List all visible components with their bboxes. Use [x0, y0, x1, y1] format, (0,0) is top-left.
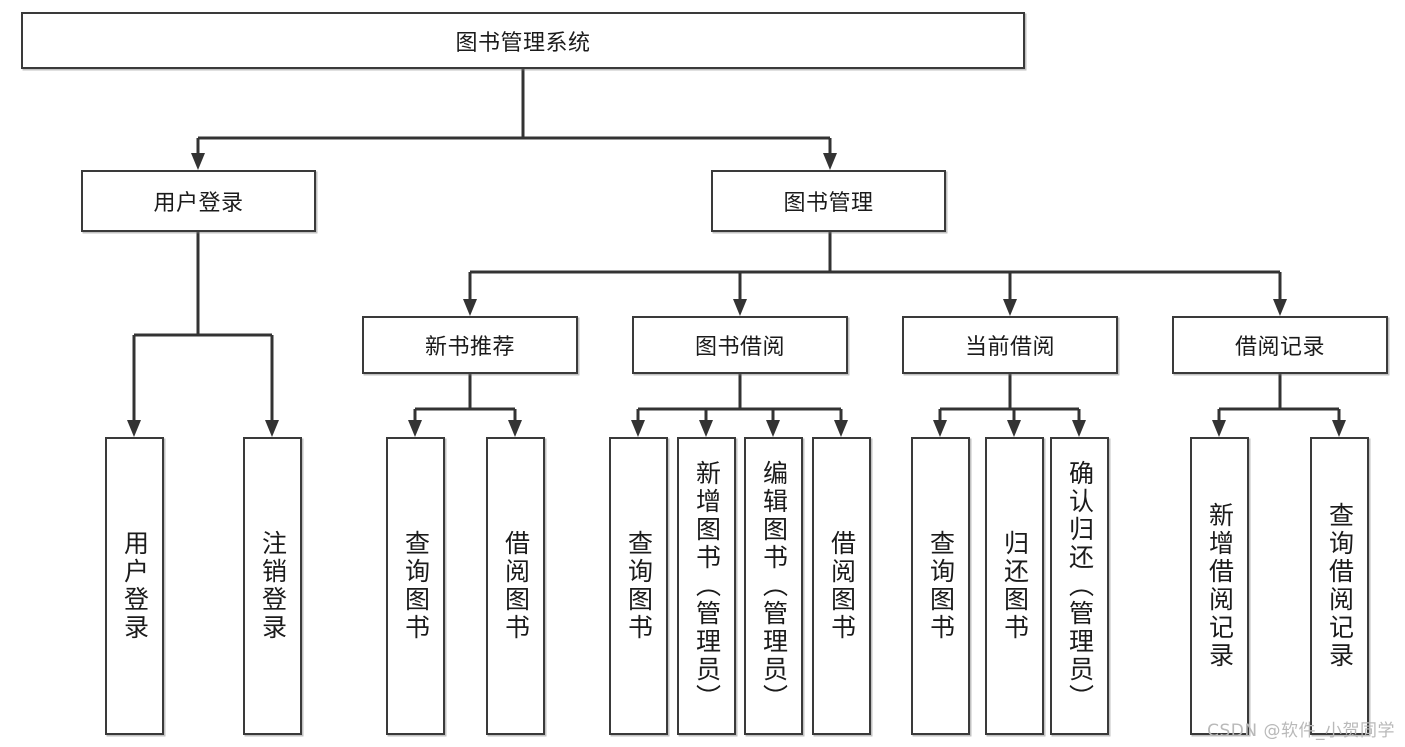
- arrow-leaf-edit-book-icon: [766, 420, 780, 437]
- arrow-leaf-borrow-book-icon: [834, 420, 848, 437]
- connector-current-to-leaves: [938, 374, 1081, 427]
- node-box-leaf-query-book-current[interactable]: 查询图书: [911, 437, 970, 735]
- node-label-leaf-edit-book: 编辑图书（管理员）: [759, 460, 789, 712]
- connector-book-manage-to-level3: [468, 232, 1282, 306]
- node-box-leaf-confirm-return[interactable]: 确认归还（管理员）: [1050, 437, 1109, 735]
- node-label-leaf-query-book-borrow: 查询图书: [624, 530, 654, 642]
- node-box-leaf-query-borrow-record[interactable]: 查询借阅记录: [1310, 437, 1369, 735]
- arrow-new-book-recommend-icon: [463, 299, 477, 316]
- node-box-current-borrow[interactable]: 当前借阅: [902, 316, 1118, 374]
- arrow-leaf-query-book-recommend-icon: [408, 420, 422, 437]
- node-label-user-login: 用户登录: [153, 191, 244, 216]
- node-box-new-book-recommend[interactable]: 新书推荐: [362, 316, 578, 374]
- connector-recommend-to-leaves: [413, 374, 517, 427]
- connector-record-to-leaves: [1217, 374, 1341, 427]
- node-box-user-login[interactable]: 用户登录: [81, 170, 316, 232]
- node-box-leaf-user-login[interactable]: 用户登录: [105, 437, 164, 735]
- node-label-book-borrow: 图书借阅: [694, 335, 785, 360]
- arrow-leaf-borrow-book-recommend-icon: [508, 420, 522, 437]
- node-box-leaf-query-book-recommend[interactable]: 查询图书: [386, 437, 445, 735]
- connector-user-login-to-leaves: [132, 232, 274, 427]
- node-box-leaf-add-book[interactable]: 新增图书（管理员）: [677, 437, 736, 735]
- arrow-leaf-query-borrow-record-icon: [1332, 420, 1346, 437]
- connector-borrow-to-leaves: [636, 374, 843, 427]
- arrow-leaf-confirm-return-icon: [1072, 420, 1086, 437]
- node-box-leaf-borrow-book[interactable]: 借阅图书: [812, 437, 871, 735]
- arrow-book-manage-icon: [823, 153, 837, 170]
- node-label-leaf-add-borrow-record: 新增借阅记录: [1205, 502, 1235, 670]
- node-box-leaf-edit-book[interactable]: 编辑图书（管理员）: [744, 437, 803, 735]
- arrow-leaf-user-login-icon: [127, 420, 141, 437]
- arrow-leaf-add-book-icon: [699, 420, 713, 437]
- node-label-leaf-confirm-return: 确认归还（管理员）: [1065, 460, 1095, 712]
- arrow-leaf-query-book-borrow-icon: [631, 420, 645, 437]
- arrow-leaf-query-book-current-icon: [933, 420, 947, 437]
- node-box-leaf-query-book-borrow[interactable]: 查询图书: [609, 437, 668, 735]
- arrow-leaf-add-borrow-record-icon: [1212, 420, 1226, 437]
- arrow-leaf-return-book-icon: [1007, 420, 1021, 437]
- node-box-book-manage[interactable]: 图书管理: [711, 170, 946, 232]
- node-box-leaf-logout-login[interactable]: 注销登录: [243, 437, 302, 735]
- arrow-borrow-record-icon: [1273, 299, 1287, 316]
- node-label-leaf-add-book: 新增图书（管理员）: [692, 460, 722, 712]
- node-label-leaf-borrow-book: 借阅图书: [827, 530, 857, 642]
- arrow-book-borrow-icon: [733, 299, 747, 316]
- node-label-leaf-return-book: 归还图书: [1000, 530, 1030, 642]
- arrow-current-borrow-icon: [1003, 299, 1017, 316]
- node-label-leaf-user-login: 用户登录: [120, 530, 150, 642]
- connector-root-to-level2: [196, 69, 832, 160]
- node-label-root: 图书管理系统: [455, 30, 591, 56]
- node-label-new-book-recommend: 新书推荐: [424, 335, 515, 360]
- watermark-label: CSDN @软件_小贺同学: [1207, 721, 1395, 741]
- node-label-leaf-query-borrow-record: 查询借阅记录: [1325, 502, 1355, 670]
- node-box-leaf-borrow-book-recommend[interactable]: 借阅图书: [486, 437, 545, 735]
- node-label-leaf-borrow-book-recommend: 借阅图书: [501, 530, 531, 642]
- node-box-borrow-record[interactable]: 借阅记录: [1172, 316, 1388, 374]
- node-box-leaf-add-borrow-record[interactable]: 新增借阅记录: [1190, 437, 1249, 735]
- node-label-borrow-record: 借阅记录: [1234, 335, 1325, 360]
- node-label-current-borrow: 当前借阅: [964, 335, 1055, 360]
- arrow-user-login-icon: [191, 153, 205, 170]
- node-box-root[interactable]: 图书管理系统: [21, 12, 1025, 69]
- node-label-leaf-logout-login: 注销登录: [258, 530, 288, 642]
- node-label-book-manage: 图书管理: [783, 191, 874, 216]
- node-box-leaf-return-book[interactable]: 归还图书: [985, 437, 1044, 735]
- node-label-leaf-query-book-current: 查询图书: [926, 530, 956, 642]
- arrow-leaf-logout-login-icon: [265, 420, 279, 437]
- node-label-leaf-query-book-recommend: 查询图书: [401, 530, 431, 642]
- node-box-book-borrow[interactable]: 图书借阅: [632, 316, 848, 374]
